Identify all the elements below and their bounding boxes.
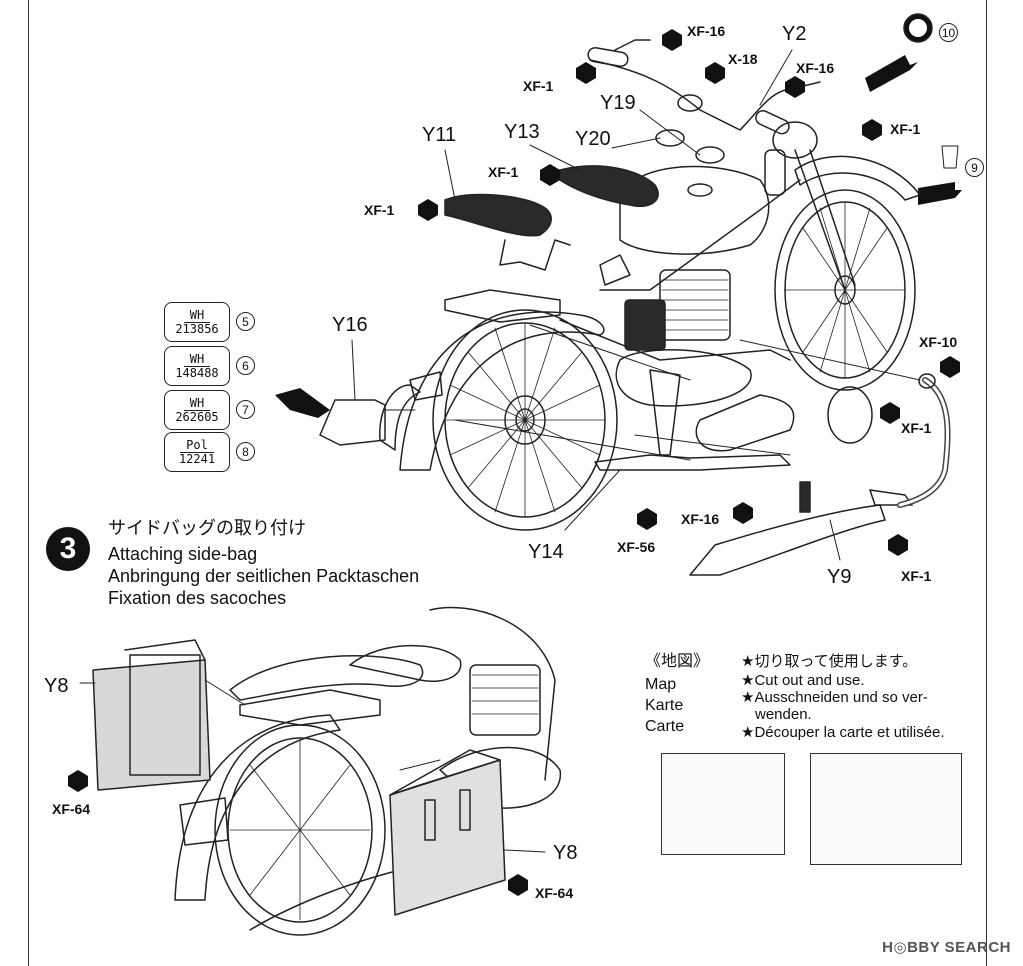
part-label-y2: Y2 xyxy=(782,23,807,45)
paint-label-xf1-left: XF-1 xyxy=(364,202,395,218)
part-label-y8-right: Y8 xyxy=(553,842,578,864)
part-label-y13: Y13 xyxy=(504,121,540,143)
part-label-y20: Y20 xyxy=(575,128,611,150)
step-title-en: Attaching side-bag xyxy=(108,544,258,564)
decal-number-9: 9 xyxy=(965,158,984,177)
rear-wheel-spokes xyxy=(444,322,606,518)
decal-number-10: 10 xyxy=(939,23,958,42)
decal-number-6: 6 xyxy=(236,356,255,375)
part-label-y19: Y19 xyxy=(600,92,636,114)
right-page-border xyxy=(986,0,987,966)
bottom-motorcycle xyxy=(92,606,561,936)
decal-number-8: 8 xyxy=(236,442,255,461)
map-text-de-2: wenden. xyxy=(755,706,812,723)
paint-label-xf64-right: XF-64 xyxy=(535,885,574,901)
map-label-de: Karte xyxy=(645,697,684,714)
paint-label-xf10: XF-10 xyxy=(919,334,958,350)
paint-label-xf1-bottom: XF-1 xyxy=(901,568,932,584)
paint-label-xf64-left: XF-64 xyxy=(52,801,91,817)
map-thumbnail-right xyxy=(810,753,962,865)
map-label-fr: Carte xyxy=(645,718,685,735)
map-text-en: ★Cut out and use. xyxy=(741,672,865,689)
decal-number-5: 5 xyxy=(236,312,255,331)
part-label-y16: Y16 xyxy=(332,314,368,336)
paint-label-xf1-top: XF-1 xyxy=(523,78,554,94)
paint-label-xf16-bottom: XF-16 xyxy=(681,511,720,527)
paint-label-xf1-right: XF-1 xyxy=(890,121,921,137)
paint-label-xf56: XF-56 xyxy=(617,539,656,555)
paint-label-xf16-right: XF-16 xyxy=(796,60,835,76)
decal-number-7: 7 xyxy=(236,400,255,419)
map-text-fr: ★Découper la carte et utilisée. xyxy=(741,724,945,741)
paint-label-xf16-top: XF-16 xyxy=(687,23,726,39)
map-text-jp: ★切り取って使用します。 xyxy=(741,653,918,670)
step-number-badge: 3 xyxy=(46,527,90,571)
left-page-border xyxy=(28,0,29,966)
map-label-en: Map xyxy=(645,676,677,693)
step-title-fr: Fixation des sacoches xyxy=(108,588,287,608)
paint-label-xf1-exhaust: XF-1 xyxy=(901,420,932,436)
watermark: H◎BBY SEARCH xyxy=(882,939,1011,956)
part-label-y14: Y14 xyxy=(528,541,564,563)
map-label-jp: 《地図》 xyxy=(645,653,710,670)
map-text-de-1: ★Ausschneiden und so ver- xyxy=(741,689,928,706)
paint-label-x18: X-18 xyxy=(728,51,758,67)
paint-label-xf1-mid: XF-1 xyxy=(488,164,519,180)
step-title-jp: サイドバッグの取り付け xyxy=(108,518,306,538)
part-label-y9: Y9 xyxy=(827,566,852,588)
step-title-de: Anbringung der seitlichen Packtaschen xyxy=(108,566,420,586)
map-thumbnail-left xyxy=(661,753,785,855)
part-label-y11: Y11 xyxy=(422,124,457,146)
part-label-y8-left: Y8 xyxy=(44,675,69,697)
